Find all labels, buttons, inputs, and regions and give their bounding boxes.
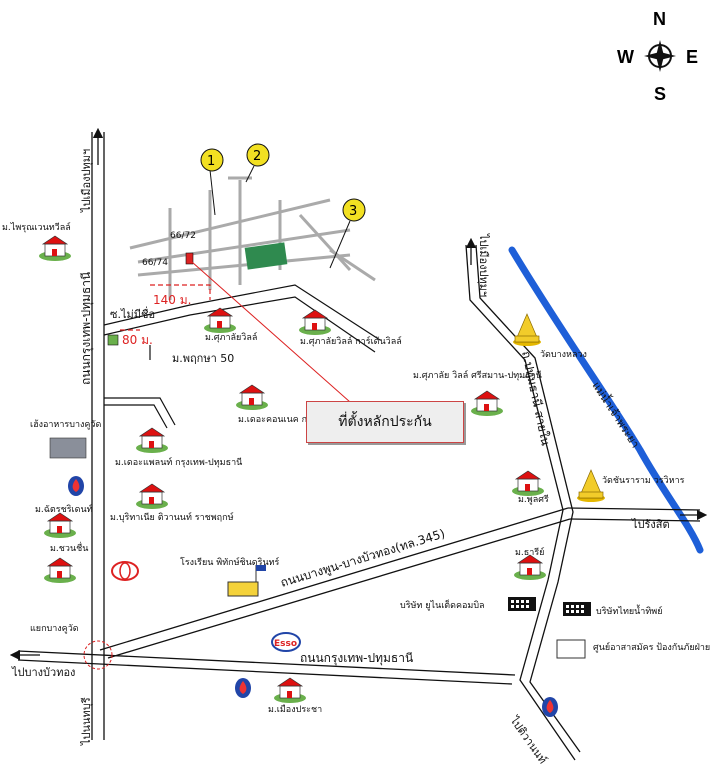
plot-label-66-74: 66/74 [142,258,168,268]
place-chatcharin: ม.ฉัตรชริเดนท์ [35,503,93,515]
place-rawee: ม.ธารีย์ [515,546,544,558]
compass-west: W [617,47,634,67]
compass-east: E [686,47,698,67]
river-label: แม่น้ำเจ้าพระยา [589,378,643,450]
compass-south: S [654,84,666,104]
road-label-krungthep-pathum-vertical: ถนนกรุงเทพ-ปทุมธานี [79,272,94,385]
place-bang-khu-wat: แยกบางคูวัด [30,624,79,634]
road-label-krungthep-pathum-horizontal: ถนนกรุงเทพ-ปทุมธานี [300,651,413,666]
place-supalai-garden: ม.ศุภาลัยวิลล์ การ์เด้นวิลล์ [300,335,402,347]
svg-text:3: 3 [349,204,357,219]
road-label-pathum-sai-nai: ถ.ปทุมธานี-สายใน [518,350,553,447]
chao-phraya-river [508,246,704,554]
svg-text:Esso: Esso [274,639,297,649]
place-burithawee: ม.บุริทาเนีย ติวานนท์ ราชพฤกษ์ [110,511,234,523]
place-phairin: ม.ไพรุณเวนทวีลล์ [2,221,71,233]
road-label-to-bang-bua-thong: ไปบางบัวทอง [11,666,75,679]
road-label-to-pathum-right: ไปเมืองปทุมฯ [477,233,490,297]
place-school: โรงเรียน พิทักษ์ชินดรินทร์ [180,556,280,568]
place-supalai-sri: ม.ศุภาลัย วิลล์ ศรีสมาน-ปทุมธานี [413,369,542,381]
road-soi-mai-mi-chue [103,284,381,429]
place-training-center: ศูนย์อาสาสมัคร ป้องกันภัยฝ่ายพลเรือน [593,641,710,653]
toyota-logo [111,561,139,581]
distance-140m: 140 ม. [153,293,191,307]
marker-2: 2 [245,143,270,183]
road-krungthep-pathum-horizontal [17,650,516,685]
svg-text:1: 1 [207,154,215,169]
compass: N S E W [617,9,698,104]
place-chao-prachai: ม.ชวนชื่น [50,541,88,554]
village-road-grid [129,176,376,300]
road-label-to-nonthaburi: ไปนนทบุรี [80,697,93,746]
road-label-to-wiwananthaburi: ไปติวานนท์ [507,713,549,766]
soi-phruksa-label: ม.พฤกษา 50 [172,352,234,365]
place-thaipaet: บริษัทไทยน้ำทิพย์ [596,604,663,617]
place-wat-bang-luang: วัดบางหลวง [540,350,587,360]
marker-3: 3 [329,198,366,269]
place-mueang-pracha: ม.เมืองประชา [268,704,322,715]
road-label-to-rangsit: ไปรังสิต [631,518,670,531]
svg-text:2: 2 [253,149,261,164]
property-callout: ที่ตั้งหลักประกัน [306,401,464,443]
road-pathum-sai-nai [465,244,581,761]
compass-north: N [653,9,666,29]
road-bangphun-bangbuathong [99,507,701,659]
esso-logo: Esso [271,632,301,652]
school-icon [227,565,266,597]
place-supalai-ville: ม.ศุภาลัยวิลล์ [205,331,257,343]
marker-1: 1 [200,148,224,216]
road-label-to-pathum-left: ไปเมืองปทุมฯ [80,149,93,213]
place-phoonsri: ม.พูลศรี [518,494,549,505]
soi-label: ซ.ไม่มีชื่อ [110,306,155,321]
place-unicorn: บริษัท ยูไนเต็ดคอมบิล [400,598,485,611]
place-the-planet: ม.เดอะแพลนท์ กรุงเทพ-ปทุมธานี [115,456,242,468]
plot-label-66-72: 66/72 [170,231,196,241]
place-kasem: เฮ้งอาหารบางคูวัด [30,419,101,430]
place-wat-chan: วัดชันราราม วรวิหาร [602,475,685,486]
property-plot [244,242,288,270]
road-krungthep-pathum-vertical [91,132,105,740]
distance-80m: 80 ม. [122,333,153,347]
